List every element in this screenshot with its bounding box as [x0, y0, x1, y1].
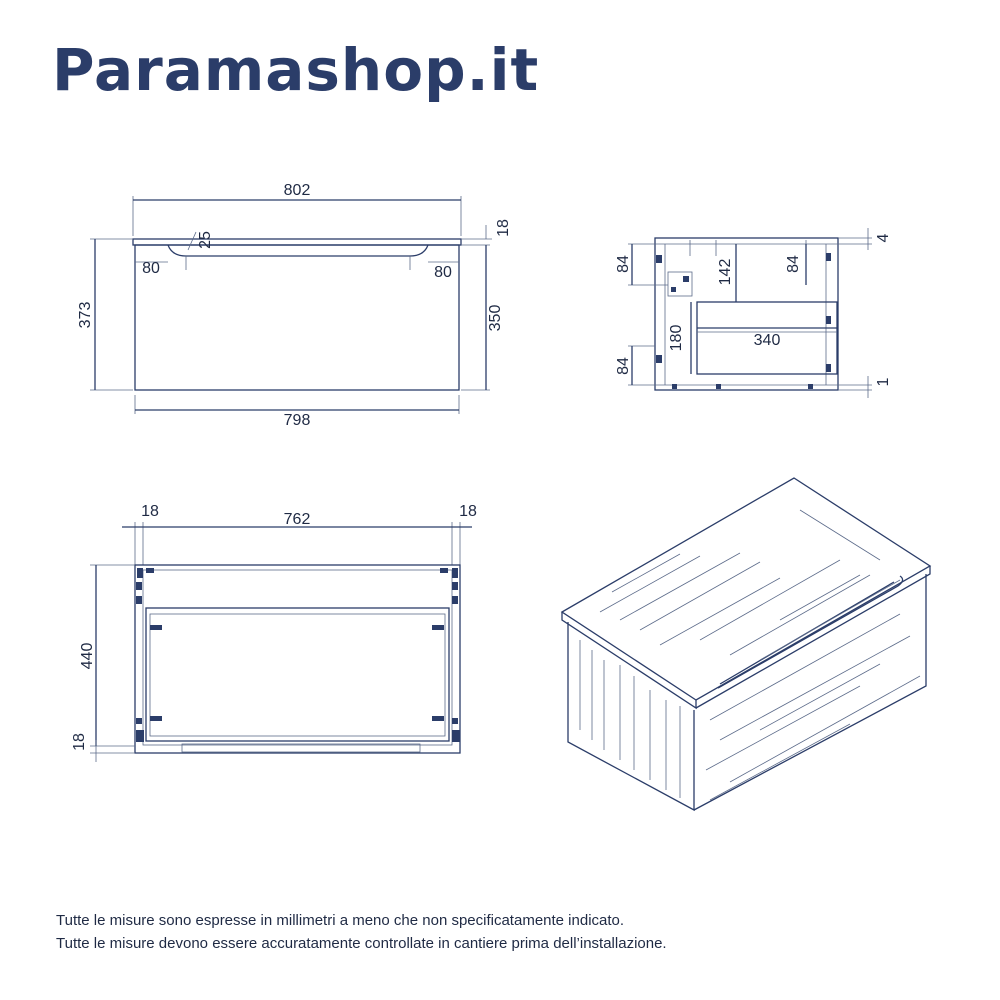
dim-bottom-gap: 1	[875, 377, 892, 386]
top-view: 18 762 18 440 18	[71, 503, 477, 762]
dim-side-left: 18	[141, 503, 159, 520]
side-view: 84 84 180 142 340 84 4 1	[615, 228, 892, 398]
dim-handle-depth: 25	[197, 231, 214, 249]
dim-top-gap: 4	[875, 233, 892, 242]
dim-side-right: 18	[459, 503, 477, 520]
dim-total-height: 373	[77, 302, 94, 329]
dim-drawer-height: 180	[668, 325, 685, 352]
dim-top-thickness: 18	[495, 219, 512, 237]
dim-depth: 440	[79, 643, 96, 670]
dim-body-height: 350	[487, 305, 504, 332]
dim-drawer-offset: 142	[717, 259, 734, 286]
dim-back-thickness: 18	[71, 733, 88, 751]
front-view: 802 80 80 25 373 350 18 798	[77, 182, 512, 429]
isometric-view	[560, 477, 932, 812]
dim-hinge-top: 84	[615, 255, 632, 273]
note-measurements-check: Tutte le misure devono essere accuratame…	[56, 935, 667, 952]
dim-width-top: 802	[284, 182, 311, 199]
dim-inner-width: 762	[284, 511, 311, 528]
dim-handle-offset-right: 80	[434, 264, 452, 281]
dim-hinge-right: 84	[785, 255, 802, 273]
dim-handle-offset-left: 80	[142, 260, 160, 277]
dim-width-bottom: 798	[284, 412, 311, 429]
note-measurements-unit: Tutte le misure sono espresse in millime…	[56, 912, 625, 929]
brand-logo: Paramashop.it	[52, 36, 540, 104]
dim-drawer-depth: 340	[754, 332, 781, 349]
dim-hinge-bottom: 84	[615, 357, 632, 375]
